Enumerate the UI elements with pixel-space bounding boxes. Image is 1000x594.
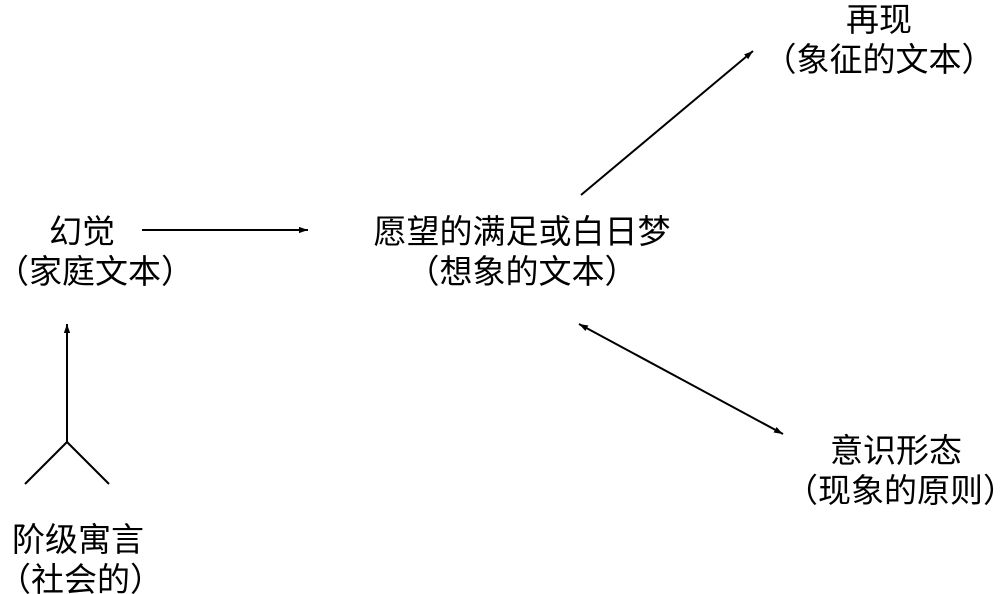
edge-wish-fulfillment-ideology-bidirectional [578, 323, 784, 435]
edge-wish-fulfillment-to-representation [580, 50, 754, 196]
fork-right-branch [66, 441, 110, 485]
node-representation-title: 再现 [846, 0, 912, 39]
node-class-allegory-subtitle: （社会的） [0, 560, 163, 594]
node-ideology: 意识形态 （现象的原则） [785, 431, 1000, 511]
node-ideology-title: 意识形态 [830, 431, 962, 470]
class-allegory-fork-connector [24, 324, 110, 485]
node-wish-fulfillment: 愿望的满足或白日梦 （想象的文本） [352, 212, 692, 292]
fork-left-branch [24, 441, 68, 485]
node-wish-fulfillment-subtitle: （想象的文本） [406, 252, 638, 291]
node-class-allegory-title: 阶级寓言 [12, 520, 144, 559]
node-ideology-subtitle: （现象的原则） [785, 471, 1000, 510]
node-hallucination: 幻觉 （家庭文本） [0, 212, 194, 292]
node-representation: 再现 （象征的文本） [763, 0, 995, 80]
node-hallucination-subtitle: （家庭文本） [0, 252, 194, 291]
node-class-allegory: 阶级寓言 （社会的） [0, 520, 163, 594]
node-representation-subtitle: （象征的文本） [763, 40, 995, 79]
node-wish-fulfillment-title: 愿望的满足或白日梦 [373, 212, 671, 251]
node-hallucination-title: 幻觉 [49, 212, 115, 251]
